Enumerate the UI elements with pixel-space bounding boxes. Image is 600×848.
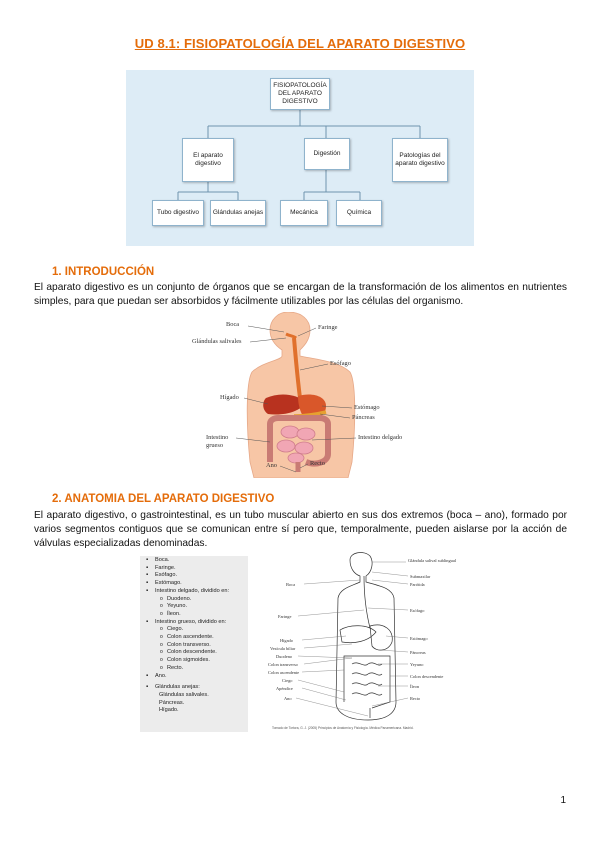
digestive-body-drawing xyxy=(235,311,357,479)
label-higado: Hígado xyxy=(220,394,239,401)
list-item: Duodeno. xyxy=(140,596,248,604)
list-item: Glándulas salivales. xyxy=(159,691,209,698)
label-sublingual: Glándula salival sublingual xyxy=(408,558,457,563)
concept-aparato: El aparato digestivo xyxy=(182,138,234,182)
list-item: Colon transverso. xyxy=(140,642,248,650)
organ-list-panel: Boca.Faringe.Esófago.Estómago.Intestino … xyxy=(140,556,248,732)
concept-root: FISIOPATOLOGÍA DEL APARATO DIGESTIVO xyxy=(270,78,330,110)
concept-map: FISIOPATOLOGÍA DEL APARATO DIGESTIVO El … xyxy=(126,70,474,246)
label-parotida: Parótida xyxy=(410,582,425,587)
label-pancreas: Páncreas xyxy=(352,414,375,421)
label-recto: Recto xyxy=(310,460,325,467)
label-boca-2: Boca xyxy=(286,582,296,587)
label-ano-2: Ano xyxy=(284,696,292,701)
list-item: Faringe. xyxy=(140,565,248,573)
section1-heading: 1. INTRODUCCIÓN xyxy=(52,266,155,278)
label-boca: Boca xyxy=(226,321,240,328)
section2-heading: 2. ANATOMIA DEL APARATO DIGESTIVO xyxy=(52,493,275,505)
list-item: Recto. xyxy=(140,665,248,673)
label-colon-transverso: Colon transverso xyxy=(268,662,298,667)
label-pancreas-2: Páncreas xyxy=(410,650,426,655)
list-item: Íleon. xyxy=(140,611,248,619)
label-estomago: Estómago xyxy=(354,404,380,411)
label-intestino-grueso: Intestino grueso xyxy=(206,434,229,449)
concept-tubo: Tubo digestivo xyxy=(152,200,204,226)
glands-list: Glándulas anejas: Glándulas salivales. P… xyxy=(140,684,248,715)
page-title: UD 8.1: FISIOPATOLOGÍA DEL APARATO DIGES… xyxy=(134,36,466,51)
list-item: Intestino delgado, dividido en: xyxy=(140,588,248,596)
list-item: Boca. xyxy=(140,557,248,565)
list-item: Páncreas. xyxy=(159,699,185,706)
list-item: Esófago. xyxy=(140,572,248,580)
label-glandulas: Glándulas salivales xyxy=(192,338,242,345)
label-duodeno: Duodeno xyxy=(276,654,293,659)
list-item: Yeyuno. xyxy=(140,603,248,611)
label-yeyuno: Yeyuno xyxy=(410,662,424,667)
label-esofago-2: Esófago xyxy=(410,608,425,613)
label-vesicula: Vesícula biliar xyxy=(270,646,296,651)
tube-list: Boca.Faringe.Esófago.Estómago.Intestino … xyxy=(140,556,248,680)
label-estomago-2: Estómago xyxy=(410,636,428,641)
list-item: Hígado. xyxy=(159,707,179,714)
label-higado-2: Hígado xyxy=(280,638,293,643)
concept-mecanica: Mecánica xyxy=(280,200,328,226)
concept-patologias: Patologías del aparato digestivo xyxy=(392,138,448,182)
label-faringe-2: Faringe xyxy=(278,614,292,619)
anatomy-outline xyxy=(295,552,409,721)
label-esofago: Esófago xyxy=(330,360,351,367)
label-apendice: Apéndice xyxy=(276,686,293,691)
label-ano: Ano xyxy=(266,462,278,469)
list-item: Colon descendente. xyxy=(140,649,248,657)
list-item: Intestino grueso, dividido en: xyxy=(140,619,248,627)
list-item: Colon sigmoides. xyxy=(140,657,248,665)
label-colon-descendente: Colon descendente xyxy=(410,674,444,679)
digestive-system-illustration: Boca Glándulas salivales Faringe Esófago… xyxy=(170,311,430,479)
label-intestino-delgado: Intestino delgado xyxy=(358,434,403,441)
concept-digestion: Digestión xyxy=(304,138,350,170)
label-submaxilar: Submaxilar xyxy=(410,574,431,579)
anatomy-line-drawing: Glándula salival sublingual Submaxilar P… xyxy=(268,552,470,736)
list-item: Ano. xyxy=(140,673,248,681)
concept-glandulas: Glándulas anejas xyxy=(210,200,266,226)
concept-quimica: Química xyxy=(336,200,382,226)
label-faringe: Faringe xyxy=(318,324,338,331)
figure-caption: Tomado de Tortora, G. J. (2005) Principi… xyxy=(272,726,414,730)
page-number: 1 xyxy=(560,795,566,806)
section1-text: El aparato digestivo es un conjunto de ó… xyxy=(34,282,567,307)
list-item: Ciego. xyxy=(140,626,248,634)
label-colon-ascendente: Colon ascendente xyxy=(268,670,300,675)
list-item: Estómago. xyxy=(140,580,248,588)
label-ciego: Ciego xyxy=(282,678,293,683)
section2-text: El aparato digestivo, o gastrointestinal… xyxy=(34,510,567,549)
list-item: Colon ascendente. xyxy=(140,634,248,642)
glands-heading: Glándulas anejas: xyxy=(140,684,248,692)
label-recto-2: Recto xyxy=(410,696,421,701)
label-ileon: Íleon xyxy=(410,684,420,689)
concept-map-connectors xyxy=(177,110,421,200)
